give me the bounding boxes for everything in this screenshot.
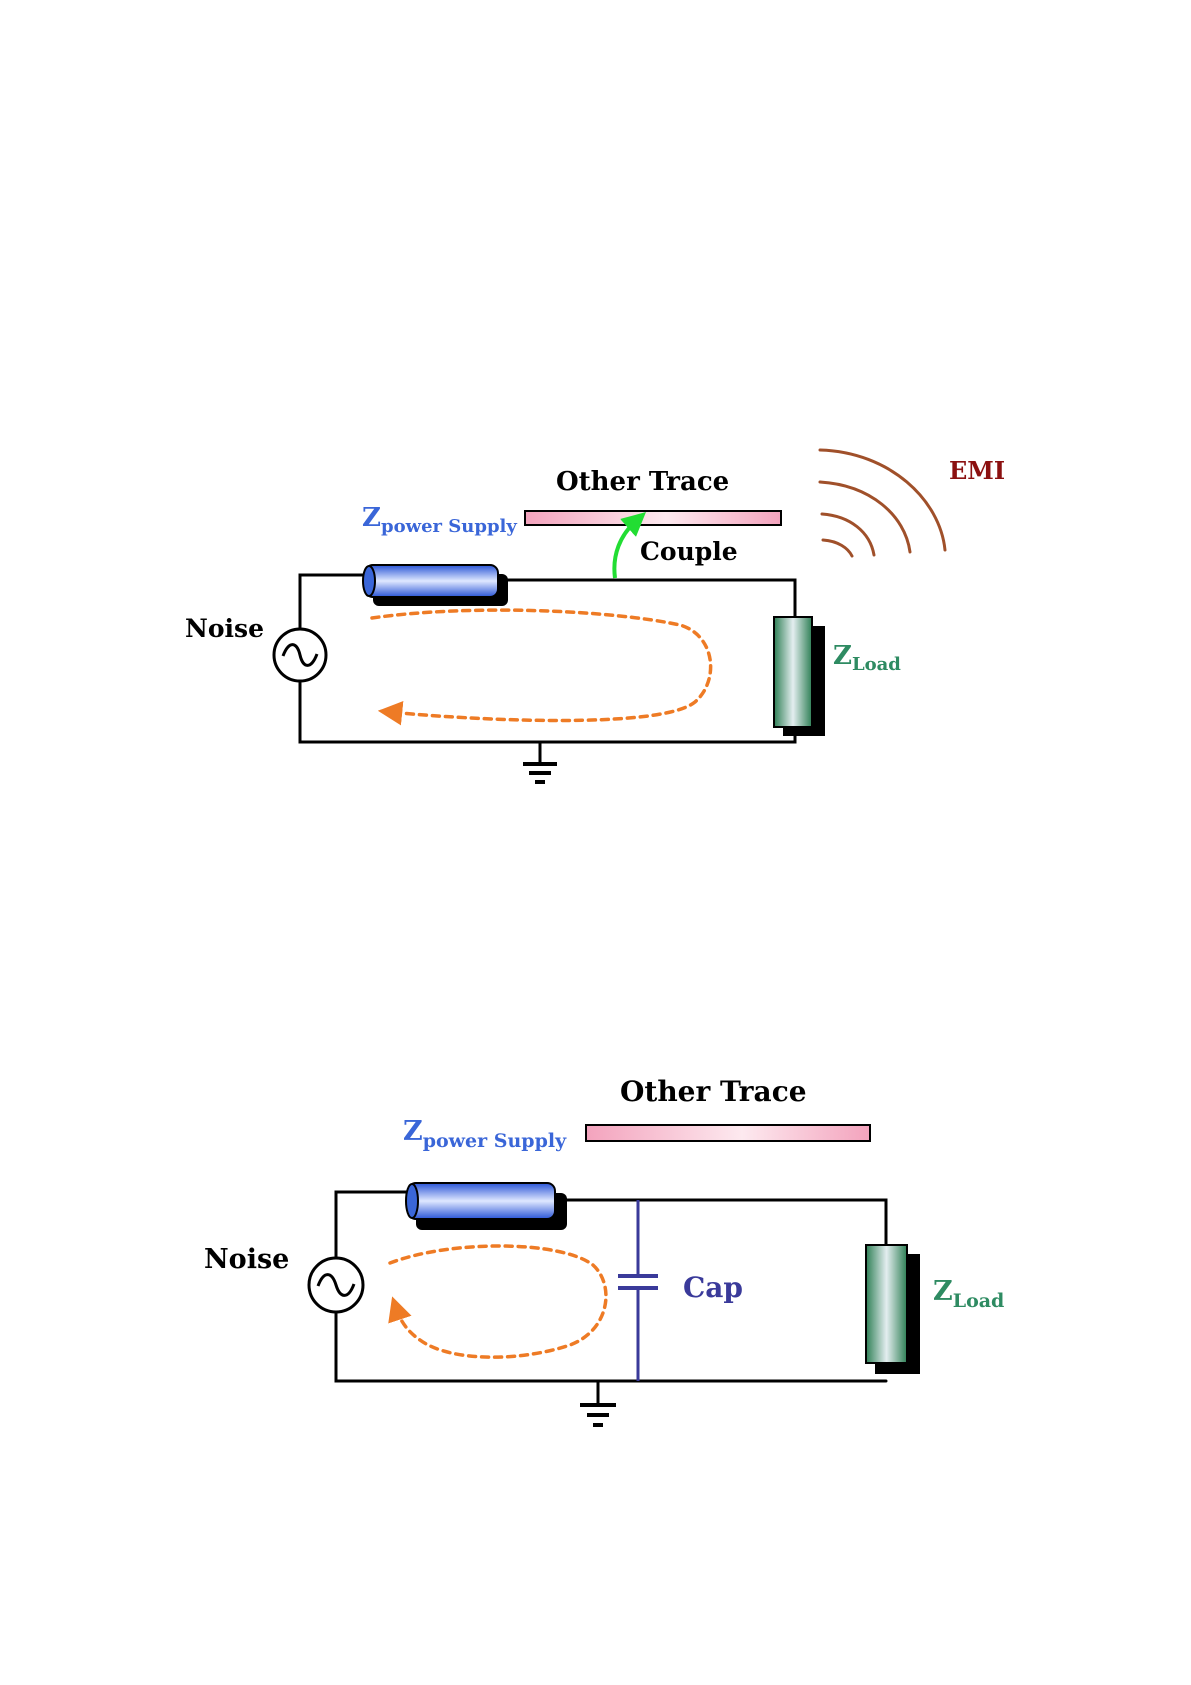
noise-current-loop	[390, 1246, 606, 1357]
power-supply-label: Zpower Supply	[403, 1116, 567, 1152]
load-impedance	[774, 617, 825, 736]
power-supply-impedance	[363, 565, 508, 606]
cap-label: Cap	[683, 1271, 743, 1304]
diagram-bottom: Other Trace Cap Noise Zpower Supply ZLoa…	[204, 1075, 1004, 1425]
load-label: ZLoad	[833, 641, 901, 675]
other-trace-bar	[525, 511, 781, 525]
power-supply-impedance	[406, 1183, 567, 1230]
capacitor-icon	[618, 1200, 658, 1381]
ac-source-icon	[309, 1258, 363, 1312]
noise-label: Noise	[204, 1244, 289, 1275]
emi-waves-icon	[820, 450, 945, 556]
other-trace-bar	[586, 1125, 870, 1141]
noise-current-loop	[372, 610, 711, 720]
ac-source-icon	[274, 629, 326, 681]
noise-label: Noise	[185, 614, 264, 643]
power-supply-label: Zpower Supply	[362, 503, 517, 537]
other-trace-label: Other Trace	[556, 467, 729, 497]
emi-label: EMI	[949, 456, 1005, 485]
ground-icon	[523, 764, 557, 782]
couple-label: Couple	[640, 537, 738, 566]
load-label: ZLoad	[933, 1276, 1004, 1312]
ground-icon	[580, 1405, 616, 1425]
other-trace-label: Other Trace	[620, 1075, 807, 1108]
couple-arrow	[614, 520, 637, 578]
diagram-top: Other Trace Couple EMI Noise Zpower Supp…	[185, 450, 1005, 782]
load-impedance	[866, 1245, 920, 1374]
